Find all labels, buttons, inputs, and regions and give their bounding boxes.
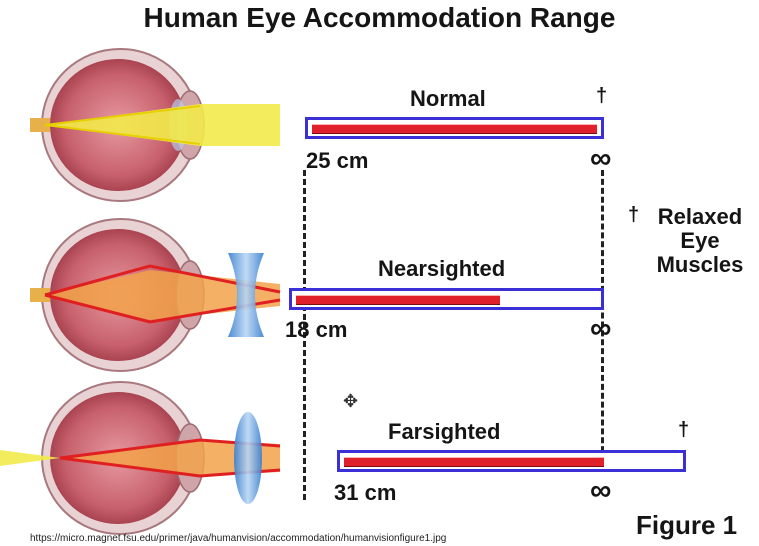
- convex-lens-icon: [234, 412, 262, 504]
- concave-lens-icon: [228, 253, 264, 337]
- near-point-normal: 25 cm: [306, 148, 369, 173]
- infinity-symbol-icon: ∞: [590, 312, 612, 345]
- infinity-symbol-icon: ∞: [590, 474, 612, 507]
- row-label-nearsighted: Nearsighted: [378, 256, 506, 281]
- dagger-arrow-icon: †: [596, 85, 608, 107]
- legend-line-1: Relaxed: [657, 204, 743, 229]
- figure-label: Figure 1: [636, 510, 738, 540]
- move-cursor-icon: ✥: [343, 391, 359, 411]
- source-url[interactable]: https://micro.magnet.fsu.edu/primer/java…: [30, 533, 447, 544]
- near-point-nearsighted: 18 cm: [285, 317, 348, 342]
- range-fill-farsighted: [344, 457, 604, 467]
- far-point-guide-line: [601, 170, 604, 470]
- eye-icon-normal: [30, 48, 280, 202]
- eye-icon-nearsighted: [30, 218, 281, 372]
- dagger-arrow-icon: †: [678, 419, 690, 441]
- row-label-normal: Normal: [410, 86, 486, 111]
- eye-icon-farsighted: [0, 381, 281, 535]
- dagger-arrow-icon: †: [628, 204, 640, 226]
- range-bar-farsighted: [337, 450, 686, 472]
- legend-line-3: Muscles: [656, 252, 744, 277]
- legend-relaxed-eye-muscles: Relaxed Eye Muscles: [646, 205, 754, 277]
- near-point-farsighted: 31 cm: [334, 480, 397, 505]
- near-point-guide-line: [303, 170, 306, 500]
- range-fill-normal: [312, 124, 597, 134]
- row-label-farsighted: Farsighted: [388, 419, 501, 444]
- range-bar-nearsighted: [289, 288, 604, 310]
- range-fill-nearsighted: [296, 295, 500, 305]
- legend-line-2: Eye: [680, 228, 720, 253]
- range-bar-normal: [305, 117, 604, 139]
- figure-title: Human Eye Accommodation Range: [143, 2, 616, 33]
- infinity-symbol-icon: ∞: [590, 142, 612, 175]
